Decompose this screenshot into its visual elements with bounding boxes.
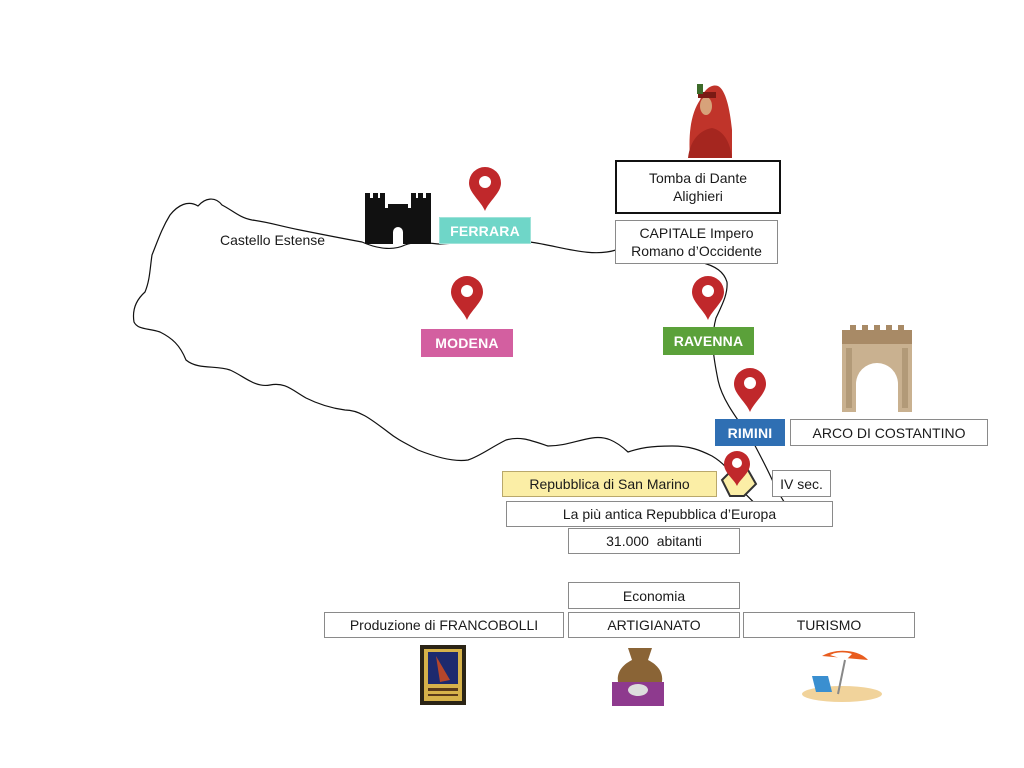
map-pin-icon: [469, 167, 501, 211]
castle-label: Castello Estense: [220, 232, 326, 248]
vase-icon: [612, 648, 664, 706]
economy-item-artigianato: ARTIGIANATO: [568, 612, 740, 638]
antica-box: La più antica Repubblica d’Europa: [506, 501, 833, 527]
city-label-rimini[interactable]: RIMINI: [715, 419, 785, 446]
economy-item-francobolli: Produzione di FRANCOBOLLI: [324, 612, 564, 638]
dante-tomb-box: Tomba di Dante Alighieri: [615, 160, 781, 214]
map-pin-icon: [724, 451, 750, 486]
economia-box: Economia: [568, 582, 740, 609]
arco-box: ARCO DI COSTANTINO: [790, 419, 988, 446]
map-pin-icon: [451, 276, 483, 320]
city-label-ferrara[interactable]: FERRARA: [439, 217, 531, 244]
beach-umbrella-icon: [802, 650, 882, 702]
economy-item-turismo: TURISMO: [743, 612, 915, 638]
map-pin-icon: [692, 276, 724, 320]
map-pin-icon: [734, 368, 766, 412]
capitale-box: CAPITALE Impero Romano d’Occidente: [615, 220, 778, 264]
city-label-ravenna[interactable]: RAVENNA: [663, 327, 754, 355]
castle-icon: [365, 193, 431, 244]
arch-icon: [842, 325, 912, 412]
iv-sec-box: IV sec.: [772, 470, 831, 497]
san-marino-label[interactable]: Repubblica di San Marino: [502, 471, 717, 497]
stamp-icon: [420, 645, 466, 705]
dante-portrait-icon: [688, 84, 732, 158]
abitanti-box: 31.000 abitanti: [568, 528, 740, 554]
city-label-modena[interactable]: MODENA: [421, 329, 513, 357]
